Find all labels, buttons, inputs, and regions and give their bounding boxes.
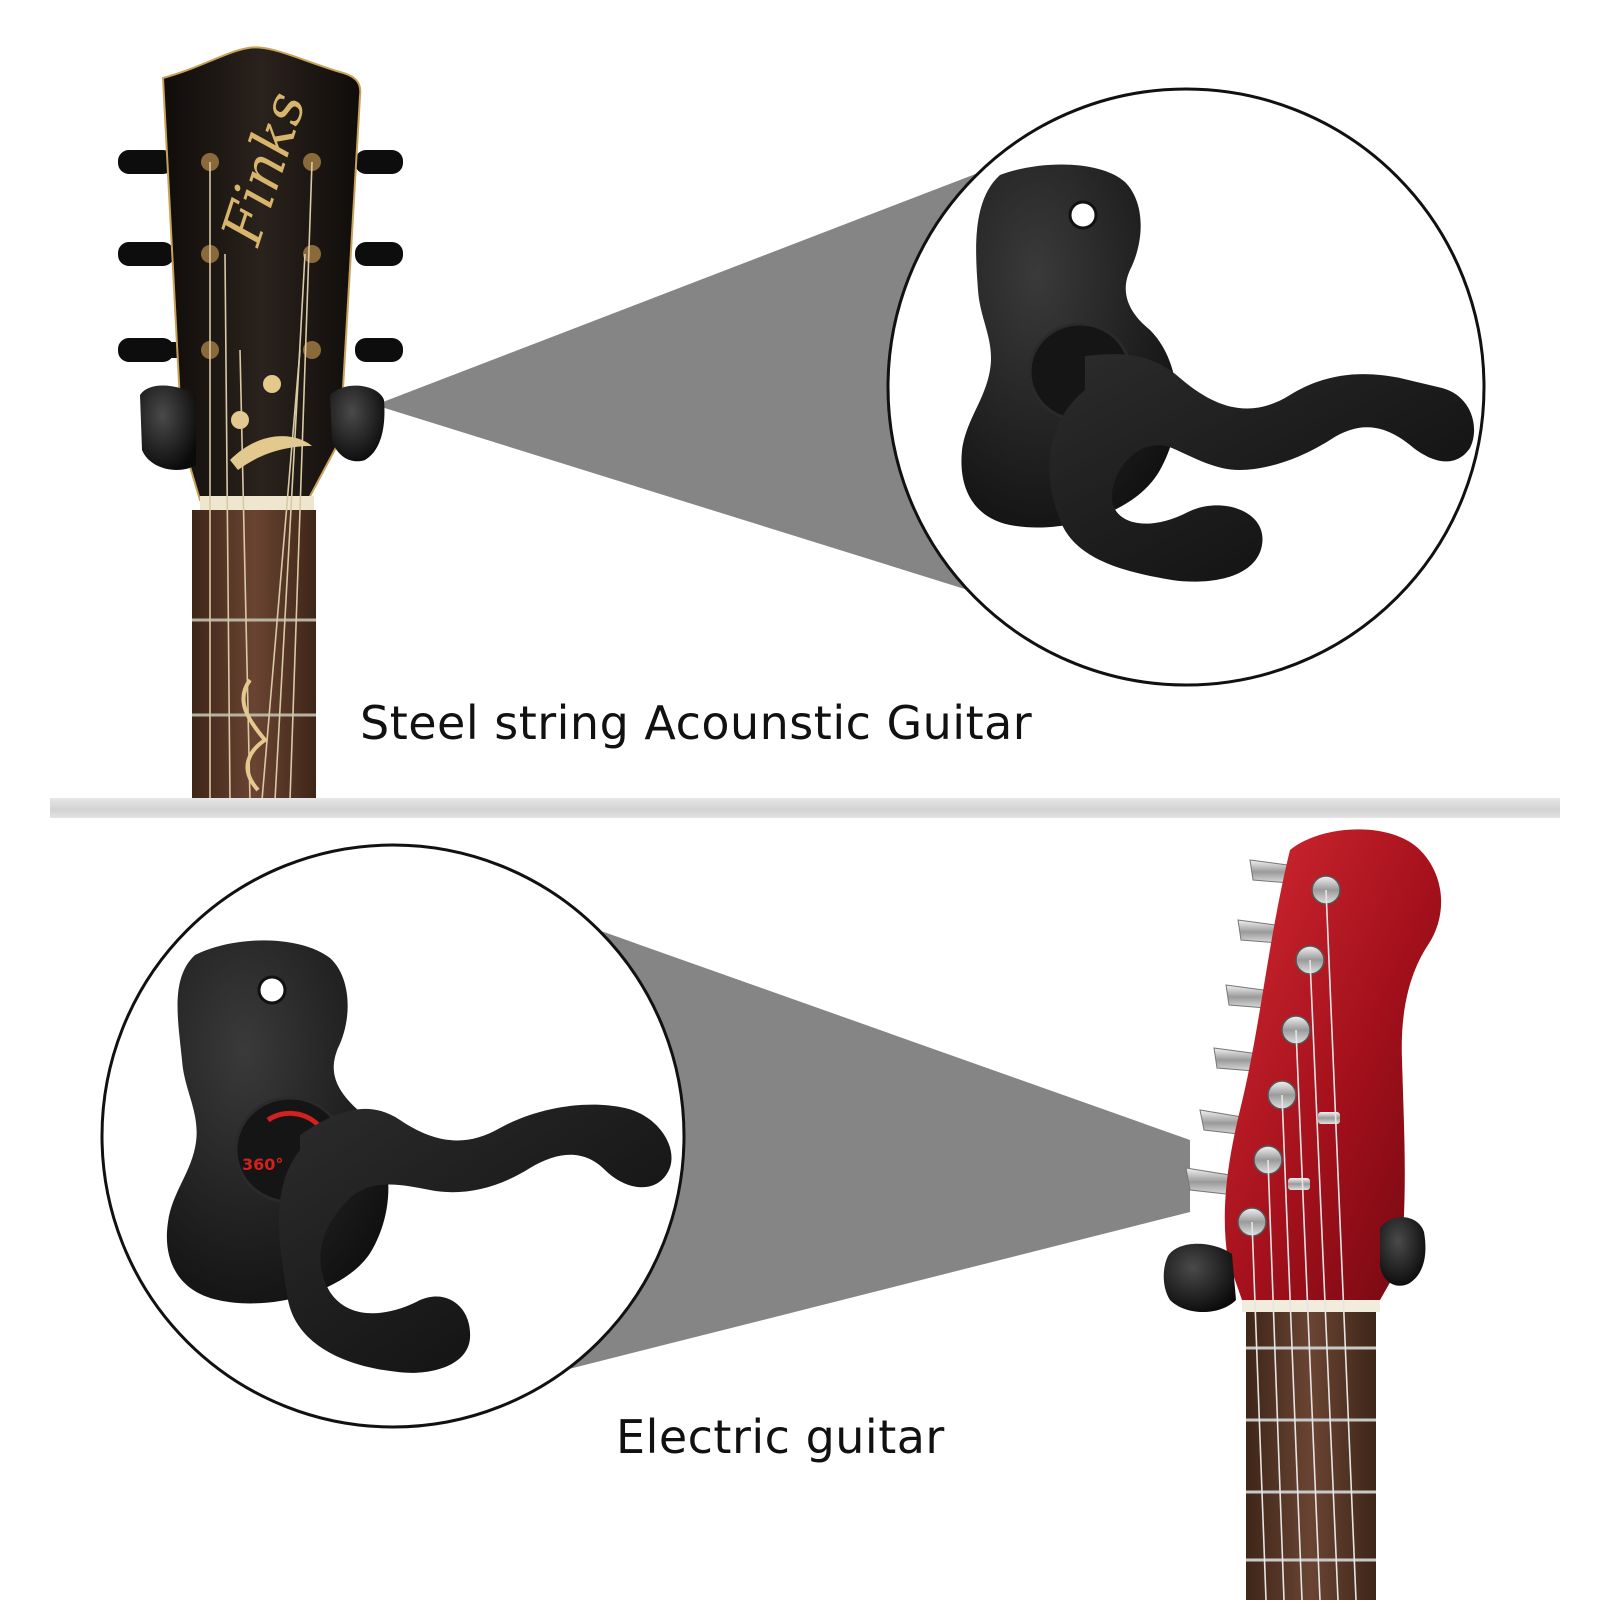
rotation-label: 360° bbox=[242, 1155, 283, 1174]
caption-electric-guitar: Electric guitar bbox=[616, 1410, 945, 1464]
hanger-arms-acoustic bbox=[140, 385, 385, 470]
zoom-circle-top bbox=[886, 87, 1486, 687]
callout-beam-top bbox=[375, 160, 1012, 600]
electric-guitar-headstock bbox=[1163, 829, 1442, 1602]
zoom-circle-bottom: 360° bbox=[100, 843, 686, 1429]
callout-beam-bottom bbox=[565, 920, 1190, 1370]
acoustic-guitar-headstock: Finks bbox=[118, 46, 403, 801]
section-divider bbox=[50, 798, 1560, 818]
guitar-wall-hanger-icon bbox=[961, 164, 1475, 582]
caption-acoustic-guitar: Steel string Acounstic Guitar bbox=[360, 696, 1033, 750]
guitar-wall-hanger-icon: 360° bbox=[166, 940, 672, 1373]
